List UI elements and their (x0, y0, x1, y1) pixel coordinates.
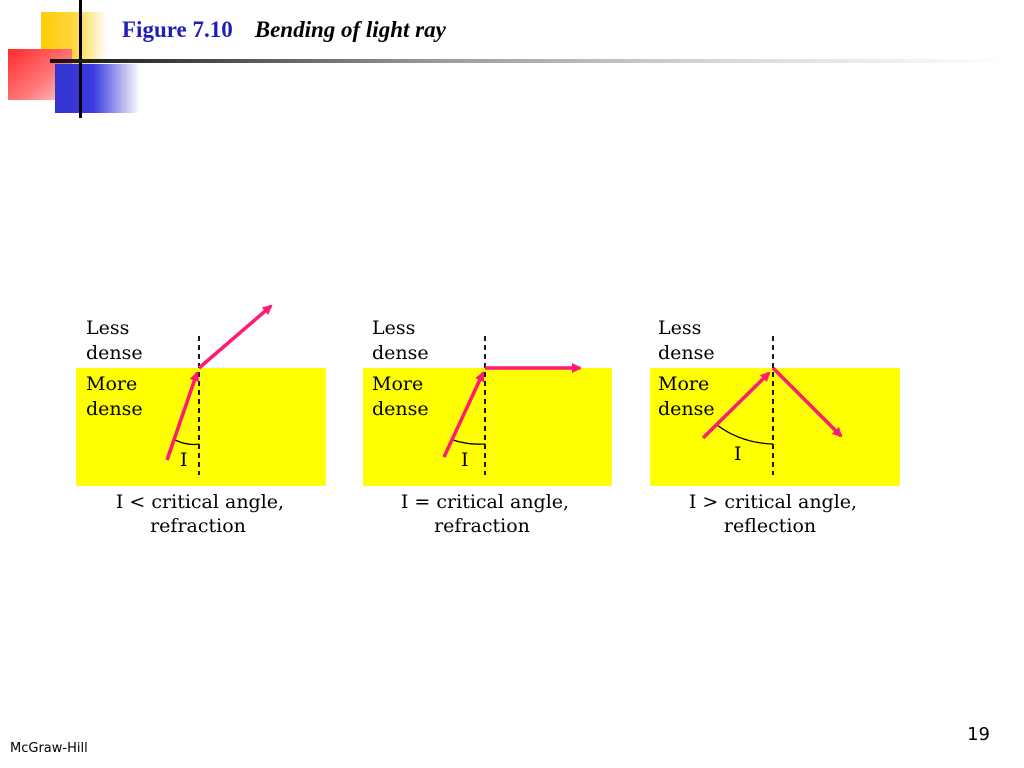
more-dense-label: More (372, 373, 423, 395)
refracted-ray (197, 304, 273, 370)
less-dense-label: dense (372, 342, 429, 364)
angle-arc (174, 439, 200, 446)
more-dense-label: dense (372, 398, 429, 420)
more-dense-medium (363, 368, 612, 486)
reflected-ray (771, 366, 843, 438)
angle-arc (452, 439, 486, 445)
panel-caption: refraction (150, 515, 246, 537)
panel-caption: I = critical angle, (401, 491, 569, 513)
less-dense-label: dense (658, 342, 715, 364)
more-dense-label: dense (86, 398, 143, 420)
less-dense-label: Less (658, 317, 701, 339)
slide-title: Figure 7.10 Bending of light ray (122, 17, 446, 43)
more-dense-label: dense (658, 398, 715, 420)
figure-caption: Bending of light ray (254, 17, 446, 42)
more-dense-label: More (86, 373, 137, 395)
incident-ray (442, 371, 485, 458)
angle-label: I (180, 449, 188, 471)
more-dense-medium (76, 368, 326, 486)
panel-caption: reflection (724, 515, 816, 537)
angle-label: I (461, 449, 469, 471)
figure-number: Figure 7.10 (122, 17, 233, 42)
less-dense-label: Less (86, 317, 129, 339)
incident-ray (165, 371, 200, 461)
more-dense-medium (650, 368, 900, 486)
incident-ray (701, 371, 771, 440)
panel-caption: I > critical angle, (689, 491, 857, 513)
title-underline (50, 59, 1010, 63)
panel-at-critical: Less dense More dense I I = critical ang… (363, 317, 612, 537)
page-number: 19 (967, 724, 990, 745)
decor-blue-square (55, 64, 140, 113)
more-dense-label: More (658, 373, 709, 395)
less-dense-label: Less (372, 317, 415, 339)
publisher-label: McGraw-Hill (10, 741, 88, 756)
panel-caption: I < critical angle, (116, 491, 284, 513)
panel-above-critical: Less dense More dense I I > critical ang… (650, 317, 900, 537)
angle-label: I (734, 443, 742, 465)
panel-caption: refraction (434, 515, 530, 537)
panel-below-critical: Less dense More dense I I < critical ang… (76, 304, 326, 537)
angle-arc (716, 424, 774, 445)
less-dense-label: dense (86, 342, 143, 364)
